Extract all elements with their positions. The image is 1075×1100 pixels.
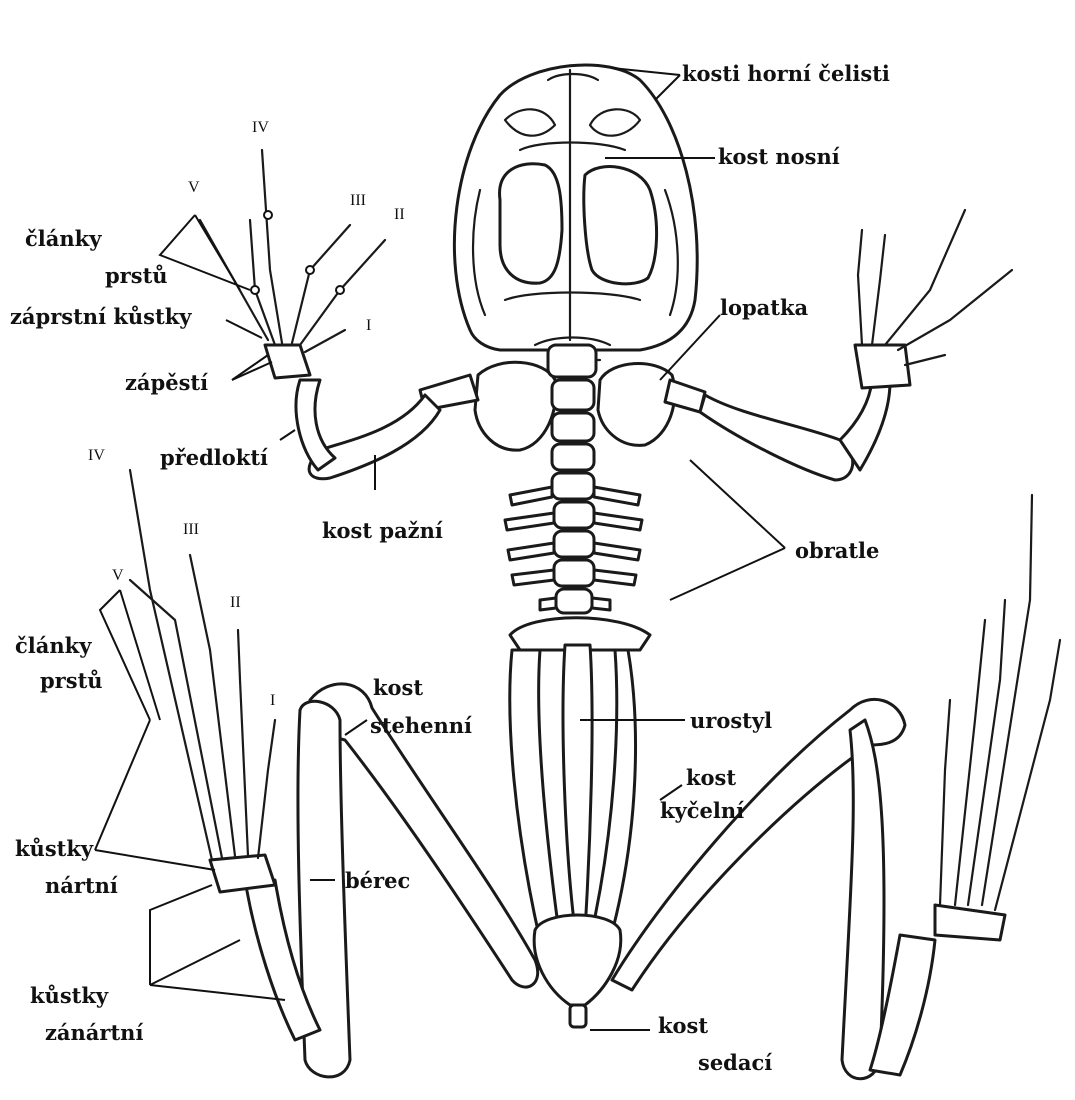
label-kosti-horni-celisti: kosti horní čelisti xyxy=(682,63,890,84)
label-kustky-nartni-1: kůstky xyxy=(15,838,93,859)
label-clanky-prstu-front-2: prstů xyxy=(105,265,168,286)
label-lopatka: lopatka xyxy=(720,297,808,318)
label-kost-kycelni-2: kyčelní xyxy=(660,800,744,821)
label-clanky-prstu-hind-1: články xyxy=(15,635,91,656)
skull xyxy=(454,65,697,350)
label-clanky-prstu-front-1: články xyxy=(25,228,101,249)
label-kost-sedaci-1: kost xyxy=(658,1015,708,1036)
hind-digit-iv: IV xyxy=(88,448,105,464)
label-zaprstni-kustky: záprstní kůstky xyxy=(10,306,191,327)
label-zapesti: zápěstí xyxy=(125,372,208,393)
label-urostyl: urostyl xyxy=(690,710,772,731)
right-forelimb xyxy=(700,210,1012,480)
label-kustky-nartni-2: nártní xyxy=(45,875,118,896)
left-hindlimb xyxy=(130,470,538,1077)
hind-digit-ii: II xyxy=(230,595,241,611)
front-digit-v: V xyxy=(188,180,200,196)
label-berec: bérec xyxy=(345,870,410,891)
hind-digit-i: I xyxy=(270,693,275,709)
hind-digit-v: V xyxy=(112,568,124,584)
front-digit-iii: III xyxy=(350,193,366,209)
label-kost-kycelni-1: kost xyxy=(686,767,736,788)
left-forelimb xyxy=(200,150,440,479)
label-kost-stehenni-1: kost xyxy=(373,677,423,698)
front-digit-ii: II xyxy=(394,207,405,223)
label-kost-stehenni-2: stehenní xyxy=(370,715,472,736)
label-kustky-zanartni-1: kůstky xyxy=(30,985,108,1006)
label-kost-pazni: kost pažní xyxy=(322,520,443,541)
label-clanky-prstu-hind-2: prstů xyxy=(40,670,103,691)
label-kost-sedaci-2: sedací xyxy=(698,1052,772,1073)
label-obratle: obratle xyxy=(795,540,879,561)
front-digit-iv: IV xyxy=(252,120,269,136)
hind-digit-iii: III xyxy=(183,522,199,538)
front-digit-i: I xyxy=(366,318,371,334)
label-predlokti: předloktí xyxy=(160,447,268,468)
label-kost-nosni: kost nosní xyxy=(718,146,840,167)
label-kustky-zanartni-2: zánártní xyxy=(45,1022,143,1043)
